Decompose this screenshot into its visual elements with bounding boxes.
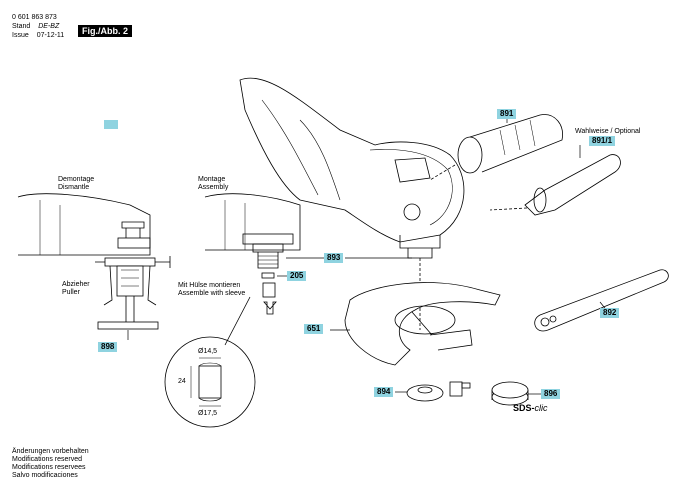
part-tag-891: 891 [497, 109, 517, 119]
puller-label-en: Puller [62, 289, 80, 296]
optional-label: Wahlweise / Optional [575, 128, 641, 135]
stand-line: Stand DE-BZ [12, 23, 59, 31]
dismantle-label-en: Dismantle [58, 184, 90, 191]
dismantle-housing-drawing [17, 193, 151, 256]
sleeve-part-drawing [261, 272, 277, 315]
spanner-drawing [534, 269, 669, 332]
footer-line-en: Modifications reserved [12, 456, 83, 463]
puller-tool-drawing [95, 256, 171, 330]
sleeve-label-de: Mit Hülse montieren [178, 282, 241, 289]
figure-label: Fig./Abb. 2 [78, 25, 132, 37]
assembly-label-de: Montage [198, 176, 226, 183]
part-tag-894: 894 [374, 387, 394, 397]
issue-label: Issue [12, 32, 29, 39]
stand-label: Stand [12, 23, 31, 30]
footer-line-de: Änderungen vorbehalten [12, 448, 89, 455]
footer-line-fr: Modifications reservees [12, 464, 86, 471]
puller-label-de: Abzieher [62, 281, 90, 288]
issue-value: 07-12-11 [36, 32, 65, 39]
dismantle-label-de: Demontage [58, 176, 95, 183]
part-tag-891-1: 891/1 [589, 136, 616, 146]
assembly-label-en: Assembly [198, 184, 229, 191]
part-tag-893: 893 [324, 253, 344, 263]
assembly-housing-drawing [204, 193, 301, 269]
part-tag-892: 892 [600, 308, 620, 318]
angle-grinder-drawing [239, 77, 465, 330]
vibration-handle-drawing [429, 114, 563, 181]
dimension-height: 24 [178, 378, 186, 385]
part-tag-205: 205 [287, 271, 307, 281]
dimension-bottom-diameter: Ø17,5 [198, 410, 218, 417]
sds-clic-label: SDS-clic [513, 403, 548, 413]
sds-prefix: SDS- [513, 403, 535, 413]
legend-swatch [104, 120, 118, 129]
wheel-guard-drawing [344, 282, 501, 366]
issue-line: Issue 07-12-11 [12, 32, 64, 40]
optional-handle-drawing [489, 154, 621, 216]
footer-line-es: Salvo modificaciones [12, 472, 78, 479]
part-number: 0 601 863 873 [12, 14, 57, 21]
flange-nut-drawing [406, 381, 529, 406]
dimension-top-diameter: Ø14,5 [198, 348, 218, 355]
sleeve-label-en: Assemble with sleeve [178, 290, 246, 297]
sleeve-detail-circle [164, 296, 256, 428]
part-tag-898: 898 [98, 342, 118, 352]
sds-suffix: clic [534, 403, 548, 413]
part-tag-651: 651 [304, 324, 324, 334]
part-tag-896: 896 [541, 389, 561, 399]
stand-value: DE-BZ [38, 23, 60, 30]
